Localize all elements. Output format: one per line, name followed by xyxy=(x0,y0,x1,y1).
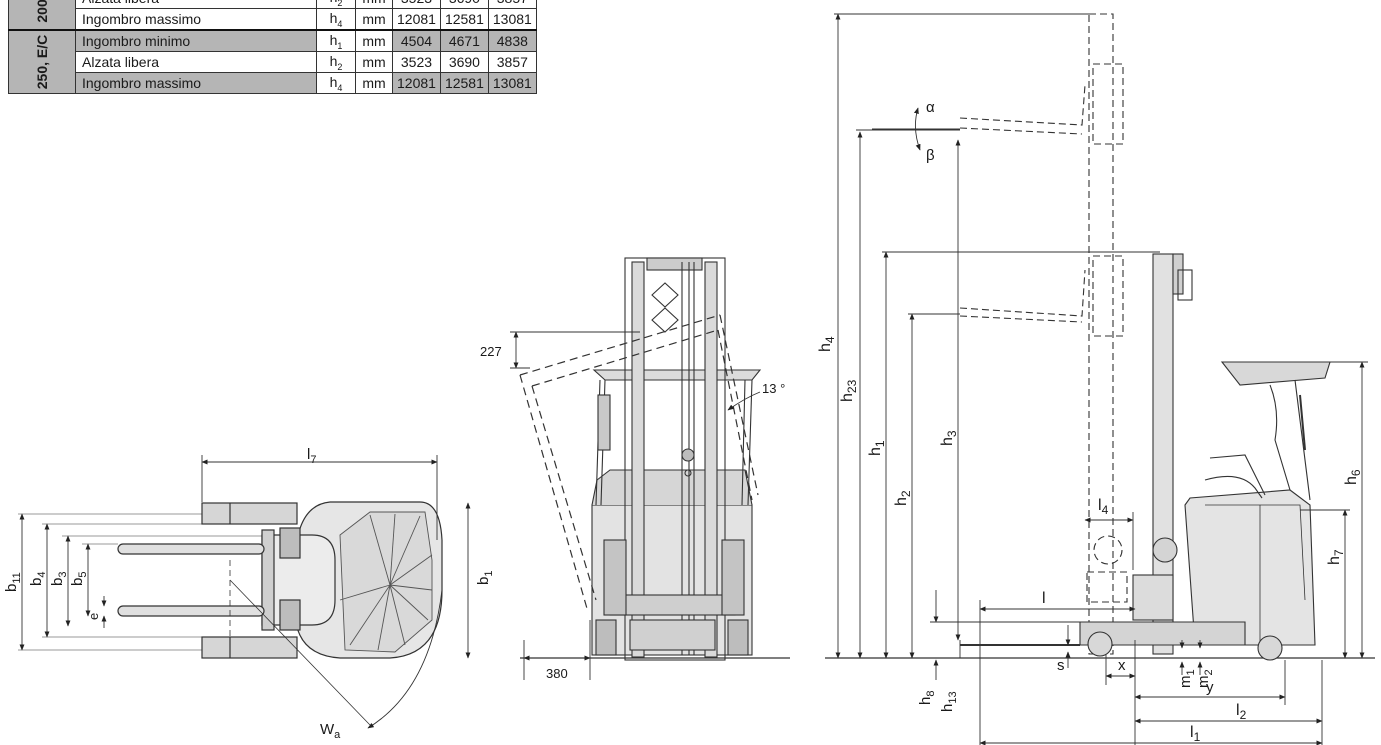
row-description: Ingombro minimo xyxy=(75,29,317,52)
label-h23: h23 xyxy=(839,379,859,402)
fork-bottom xyxy=(117,605,265,617)
label-l: l xyxy=(1042,590,1046,607)
label-x: x xyxy=(1118,657,1126,674)
group-label: 250, E/C xyxy=(8,29,76,94)
front-view xyxy=(519,257,790,661)
label-h13: h13 xyxy=(939,691,959,712)
label-h3: h3 xyxy=(939,430,959,446)
row-value: 3523 xyxy=(392,0,441,9)
label-alpha: α xyxy=(926,99,935,116)
label-h6: h6 xyxy=(1343,469,1363,485)
cab-hatching xyxy=(339,511,433,653)
side-view-labels: α β h4 h23 h1 h3 h2 h6 h7 l4 l h8 h13 s … xyxy=(817,99,1363,744)
label-e: e xyxy=(86,613,101,620)
row-value: 12581 xyxy=(439,8,489,31)
spec-table: 200,Alzata liberah2mm352336903857Ingombr… xyxy=(8,0,537,94)
label-h1: h1 xyxy=(867,440,887,456)
label-b5: b5 xyxy=(69,572,89,586)
label-h4: h4 xyxy=(817,336,837,352)
label-s: s xyxy=(1057,657,1065,674)
label-h7: h7 xyxy=(1326,549,1346,565)
label-h2: h2 xyxy=(893,490,913,506)
row-value: 12081 xyxy=(392,72,441,94)
label-13deg: 13 ° xyxy=(762,381,785,396)
label-y: y xyxy=(1206,679,1214,696)
label-380: 380 xyxy=(546,666,568,681)
outrigger-right xyxy=(201,636,298,659)
label-wa: Wa xyxy=(320,721,341,741)
row-value: 13081 xyxy=(487,8,537,31)
row-unit: mm xyxy=(355,51,393,73)
row-value: 3690 xyxy=(439,0,489,9)
label-m2: m2 xyxy=(1195,669,1215,688)
outrigger-left xyxy=(201,502,298,525)
label-h8: h8 xyxy=(917,691,937,705)
label-b11: b11 xyxy=(3,572,23,592)
row-unit: mm xyxy=(355,0,393,9)
group-label: 200, xyxy=(8,0,76,31)
row-value: 4838 xyxy=(487,29,537,52)
row-value: 12081 xyxy=(392,8,441,31)
row-value: 4671 xyxy=(439,29,489,52)
row-value: 4504 xyxy=(392,29,441,52)
row-unit: mm xyxy=(355,29,393,52)
fork-top xyxy=(117,543,265,555)
row-value: 3690 xyxy=(439,51,489,73)
label-m1: m1 xyxy=(1177,669,1197,688)
label-b4: b4 xyxy=(28,572,48,586)
label-beta: β xyxy=(926,147,935,164)
label-b1: b1 xyxy=(475,571,495,585)
side-view xyxy=(825,13,1375,661)
label-l1: l1 xyxy=(1190,724,1201,744)
top-view-labels: l7 b1 b11 b4 b3 b5 e Wa xyxy=(3,446,495,741)
row-value: 13081 xyxy=(487,72,537,94)
label-l7: l7 xyxy=(307,446,316,466)
top-view-dimensions xyxy=(18,455,471,659)
top-view xyxy=(117,501,443,729)
front-view-labels: 227 13 ° 380 xyxy=(480,344,785,681)
label-l2: l2 xyxy=(1236,702,1247,722)
row-value: 3857 xyxy=(487,0,537,9)
label-b3: b3 xyxy=(49,572,69,586)
label-227: 227 xyxy=(480,344,502,359)
front-view-dimensions xyxy=(510,331,761,680)
row-value: 12581 xyxy=(439,72,489,94)
side-view-dimensions xyxy=(834,13,1368,745)
label-l4: l4 xyxy=(1098,497,1109,517)
row-description: Ingombro massimo xyxy=(75,72,317,94)
row-unit: mm xyxy=(355,72,393,94)
